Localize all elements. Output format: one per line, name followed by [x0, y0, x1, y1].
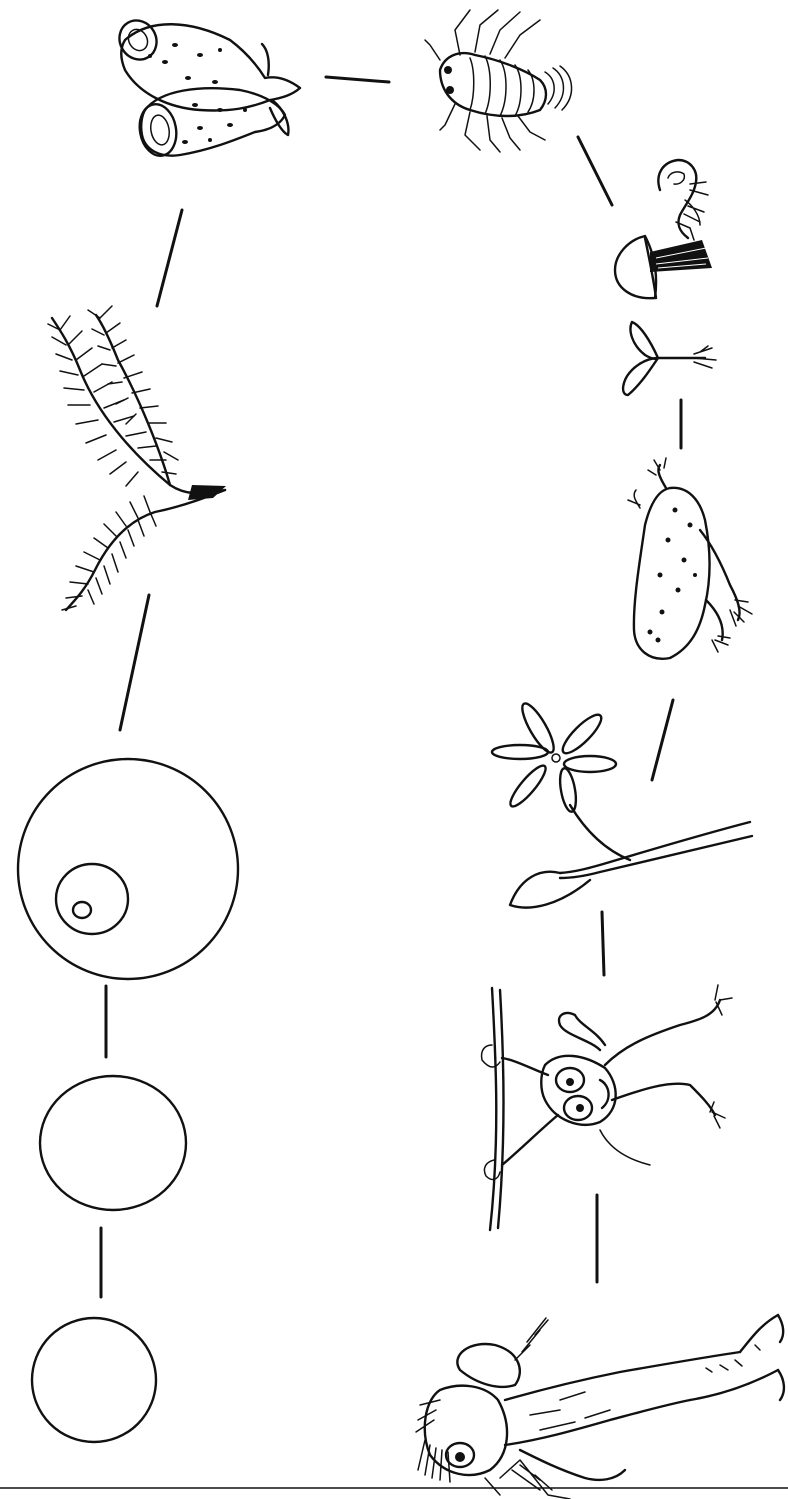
nested-circles-icon — [18, 759, 238, 979]
trilobite-icon — [425, 10, 572, 152]
connector-line — [157, 210, 182, 306]
oval-cell-icon — [40, 1076, 186, 1210]
small-circle-icon — [32, 1318, 156, 1442]
connector-line — [578, 137, 612, 205]
monkey-icon — [482, 985, 732, 1230]
flower-icon — [492, 700, 752, 908]
sponge-icon — [112, 14, 300, 159]
human-figure-icon — [416, 1315, 784, 1499]
connector-line — [602, 912, 604, 975]
connector-line — [652, 700, 673, 780]
fern-seaweed-icon — [48, 306, 226, 610]
connector-line — [120, 595, 149, 730]
sprout-icon — [623, 322, 716, 395]
salamander-icon — [628, 458, 752, 659]
shrimp-shell-icon — [615, 160, 712, 298]
connector-line — [326, 77, 389, 82]
